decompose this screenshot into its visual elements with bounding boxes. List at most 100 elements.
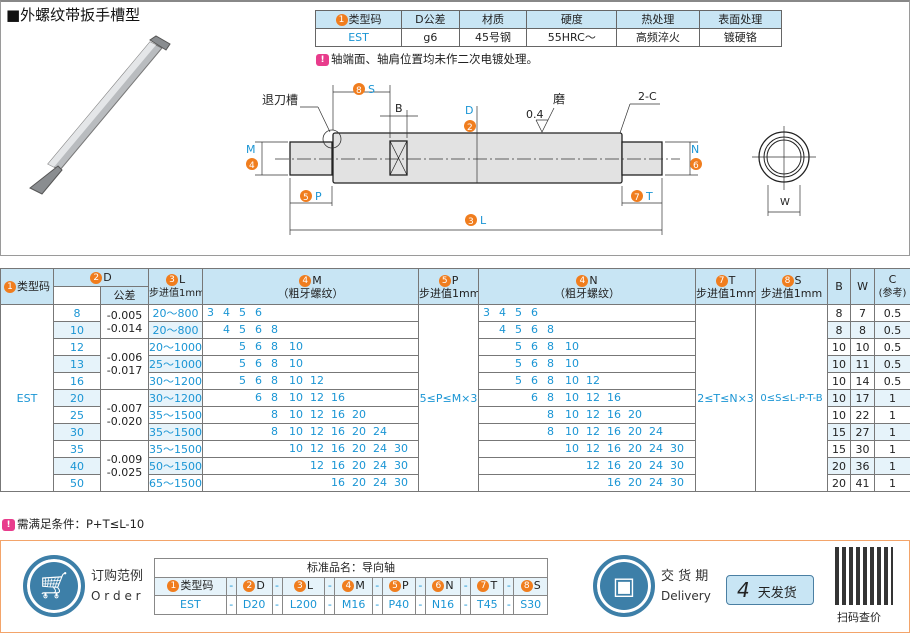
- order-value: M16: [334, 595, 373, 615]
- tolerance-cell: -0.007-0.020: [99, 389, 150, 441]
- svg-text:T: T: [645, 190, 653, 203]
- spec-header: 硬度: [526, 10, 618, 29]
- m-thread-value: 8: [271, 374, 279, 387]
- shaft-side-view: [289, 132, 663, 184]
- w-cell: 7: [850, 304, 876, 322]
- qr-code[interactable]: [835, 547, 893, 605]
- separator: -: [503, 595, 515, 615]
- m-thread-value: 6: [255, 357, 263, 370]
- w-cell: 27: [850, 423, 876, 441]
- c-cell: 0.5: [874, 338, 910, 356]
- w-cell: 22: [850, 406, 876, 424]
- l-cell: 35～1500: [148, 406, 204, 424]
- svg-text:4: 4: [249, 161, 255, 171]
- l-cell: 30～1200: [148, 372, 204, 390]
- svg-text:2: 2: [467, 123, 473, 133]
- n-thread-value: 12: [586, 408, 601, 421]
- separator: -: [225, 595, 237, 615]
- c-cell: 0.5: [874, 372, 910, 390]
- svg-text:P: P: [315, 190, 322, 203]
- d-cell: 20: [53, 389, 101, 407]
- n-thread-value: 6: [531, 306, 539, 319]
- n-thread-value: 10: [565, 340, 580, 353]
- shaft-end-view: [758, 131, 810, 183]
- n-thread-value: 16: [607, 408, 622, 421]
- m-thread-value: 12: [310, 408, 325, 421]
- n-thread-value: 10: [565, 408, 580, 421]
- c-cell: 1: [874, 457, 910, 475]
- n-thread-value: 8: [547, 425, 555, 438]
- svg-text:B: B: [395, 102, 403, 115]
- separator: -: [225, 576, 237, 596]
- t-rule-cell: 2≤T≤N×3: [695, 304, 757, 492]
- separator: -: [371, 576, 383, 596]
- n-thread-value: 24: [649, 425, 664, 438]
- n-thread-value: 20: [628, 476, 643, 489]
- spec-value: 高频淬火: [616, 28, 700, 47]
- tolerance-cell: -0.009-0.025: [99, 440, 150, 492]
- m-thread-value: 12: [310, 391, 325, 404]
- svg-text:5: 5: [303, 193, 309, 203]
- w-cell: 41: [850, 474, 876, 492]
- c-cell: 0.5: [874, 304, 910, 322]
- b-cell: 15: [827, 423, 852, 441]
- n-thread-value: 12: [586, 374, 601, 387]
- c-cell: 1: [874, 406, 910, 424]
- b-cell: 10: [827, 406, 852, 424]
- l-cell: 50～1500: [148, 457, 204, 475]
- m-thread-value: 10: [289, 391, 304, 404]
- w-cell: 17: [850, 389, 876, 407]
- spec-value: g6: [401, 28, 460, 47]
- n-thread-value: 12: [586, 442, 601, 455]
- m-thread-value: 16: [331, 476, 346, 489]
- m-thread-value: 8: [271, 408, 279, 421]
- m-thread-value: 30: [394, 476, 409, 489]
- order-value: T45: [470, 595, 505, 615]
- svg-text:退刀槽: 退刀槽: [262, 93, 298, 107]
- tolerance-cell: -0.006-0.017: [99, 338, 150, 390]
- c-cell: 1: [874, 423, 910, 441]
- w-cell: 14: [850, 372, 876, 390]
- product-photo: [29, 35, 171, 195]
- spec-header: 材质: [458, 10, 528, 29]
- m-thread-value: 10: [289, 442, 304, 455]
- warning-icon: !: [316, 53, 329, 66]
- c-cell: 0.5: [874, 321, 910, 339]
- spec-header: 热处理: [616, 10, 700, 29]
- n-thread-value: 10: [565, 391, 580, 404]
- separator: -: [414, 576, 426, 596]
- n-thread-value: 10: [565, 374, 580, 387]
- svg-text:W: W: [780, 197, 790, 208]
- d-cell: 50: [53, 474, 101, 492]
- d-cell: 16: [53, 372, 101, 390]
- separator: -: [460, 595, 472, 615]
- order-title: 标准品名：导向轴: [154, 558, 548, 578]
- m-thread-value: 12: [310, 374, 325, 387]
- n-thread-value: 24: [649, 442, 664, 455]
- svg-text:L: L: [480, 214, 487, 227]
